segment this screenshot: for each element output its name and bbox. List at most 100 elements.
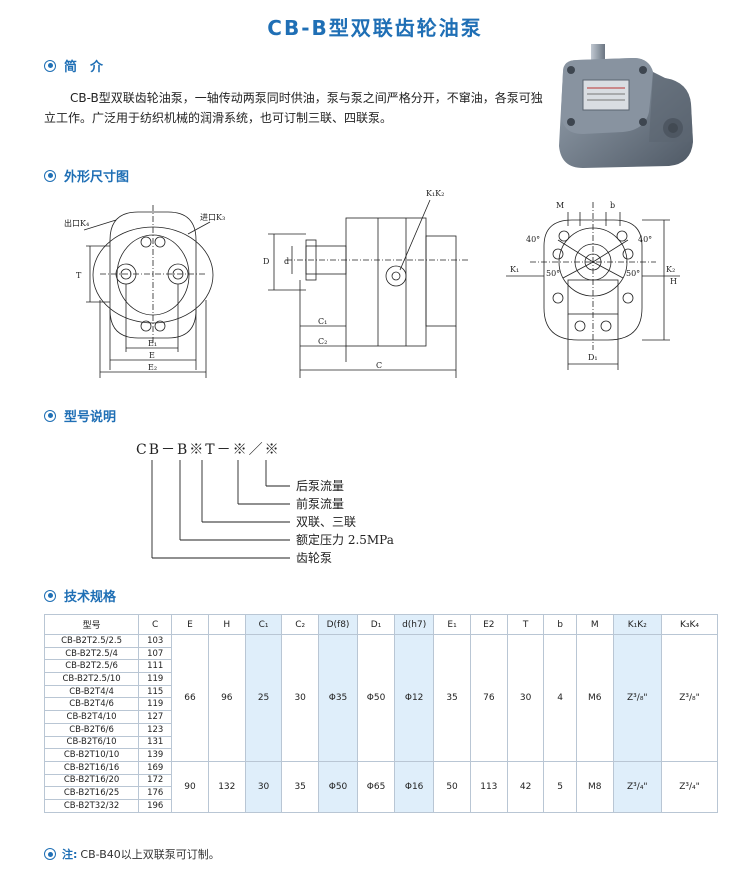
c-value-cell: 123 (138, 722, 173, 737)
shared-value-cell: M6 (575, 634, 614, 762)
col-header: D(f8) (317, 614, 359, 635)
model-code-text: CB－B※T－※／※ (136, 442, 281, 458)
shared-value-cell: 35 (433, 634, 471, 762)
c-value-cell: 103 (138, 634, 173, 648)
shared-value-cell: 90 (171, 760, 209, 813)
shared-value-cell: 76 (469, 634, 508, 762)
shared-value-cell: Φ35 (317, 634, 359, 762)
model-cell: CB-B2T16/20 (43, 773, 140, 788)
model-cell: CB-B2T2.5/10 (43, 672, 140, 686)
shared-value-cell: 50 (433, 760, 471, 813)
col-header: H (207, 614, 246, 635)
shared-value-cell: 4 (543, 634, 577, 762)
dim-E-label: E (149, 351, 155, 360)
shared-value-cell: M8 (575, 760, 614, 813)
shared-value-cell: 113 (469, 760, 508, 813)
footnote-text: CB-B40以上双联泵可订制。 (80, 848, 220, 861)
shared-value-cell: 5 (543, 760, 577, 813)
dim-D1-label: D₁ (588, 353, 598, 362)
dim-C-label: C (376, 361, 382, 370)
bullet-icon (44, 59, 56, 72)
col-header: 型号 (43, 614, 140, 635)
shared-value-cell: Φ65 (357, 760, 396, 813)
footnote-label: 注: (62, 848, 78, 861)
shared-value-cell: 35 (281, 760, 319, 813)
col-header: M (575, 614, 614, 635)
shared-value-cell: Φ50 (357, 634, 396, 762)
c-value-cell: 176 (138, 786, 173, 800)
shared-value-cell: Z³/₄" (660, 760, 719, 813)
col-header: C (138, 614, 173, 635)
model-cell: CB-B2T6/10 (43, 735, 140, 750)
col-header: d(h7) (394, 614, 435, 635)
page-title: CB-B型双联齿轮油泵 (267, 16, 483, 40)
bullet-icon (44, 589, 56, 602)
shared-value-cell: Φ50 (317, 760, 359, 813)
shared-value-cell: 30 (281, 634, 319, 762)
bullet-icon (44, 848, 56, 860)
section-intro-heading: 简 介 (44, 56, 103, 75)
col-header: b (543, 614, 577, 635)
inlet-label: 进口K₃ (200, 213, 225, 222)
dim-K1K2-label: K₁K₂ (426, 189, 444, 198)
c-value-cell: 172 (138, 773, 173, 788)
c-value-cell: 119 (138, 697, 173, 712)
outlet-label: 出口K₄ (64, 218, 89, 228)
c-value-cell: 139 (138, 748, 173, 762)
model-item-rear-flow: 后泵流量 (296, 479, 344, 493)
shared-value-cell: 66 (171, 634, 209, 762)
col-header: K₃K₄ (660, 614, 719, 635)
section-dimension-heading: 外形尺寸图 (44, 166, 129, 185)
c-value-cell: 107 (138, 646, 173, 661)
c-value-cell: 119 (138, 672, 173, 686)
dim-b-label: b (610, 201, 615, 210)
angle-50-left-label: 50° (546, 269, 560, 278)
model-item-pressure: 额定压力 2.5MPa (296, 532, 394, 547)
dim-T-label: T (76, 271, 82, 280)
c-value-cell: 196 (138, 798, 173, 813)
pump-photo (559, 44, 693, 168)
model-cell: CB-B2T10/10 (43, 748, 140, 762)
c-value-cell: 169 (138, 760, 173, 775)
col-header: E (171, 614, 209, 635)
dim-d-label: d (284, 257, 289, 266)
shared-value-cell: Φ16 (394, 760, 435, 813)
shared-value-cell: Φ12 (394, 634, 435, 762)
shared-value-cell: Z³/₈" (660, 634, 719, 762)
col-header: D₁ (357, 614, 396, 635)
dim-K1-label: K₁ (510, 265, 519, 274)
shared-value-cell: 132 (207, 760, 246, 813)
col-header: E₁ (433, 614, 471, 635)
col-header: K₁K₂ (612, 614, 662, 635)
dim-E2-label: E₂ (148, 363, 157, 372)
shared-value-cell: 30 (244, 760, 283, 813)
shared-value-cell: 96 (207, 634, 246, 762)
model-code-diagram: CB－B※T－※／※ 后泵流量 前泵流量 双联、三联 额定压力 2.5MPa 齿… (136, 442, 394, 565)
model-cell: CB-B2T2.5/4 (43, 646, 140, 661)
dim-H-label: H (670, 277, 677, 286)
shared-value-cell: Z³/₄" (612, 760, 662, 813)
section-spec-heading: 技术规格 (44, 586, 116, 605)
dim-E1-label: E₁ (148, 339, 157, 348)
model-cell: CB-B2T32/32 (43, 798, 140, 813)
section-model-heading: 型号说明 (44, 406, 116, 425)
dim-C2-label: C₂ (318, 337, 327, 346)
dimension-drawings: 出口K₄ 进口K₃ T E₁ E E₂ K₁K₂ D d C₁ C₂ C M b… (64, 189, 680, 378)
col-header: T (506, 614, 545, 635)
shared-value-cell: 42 (506, 760, 545, 813)
c-value-cell: 115 (138, 684, 173, 699)
col-header: C₁ (244, 614, 283, 635)
dim-M-label: M (556, 201, 564, 210)
model-cell: CB-B2T16/16 (43, 760, 140, 775)
shared-value-cell: Z³/₈" (612, 634, 662, 762)
col-header: C₂ (281, 614, 319, 635)
